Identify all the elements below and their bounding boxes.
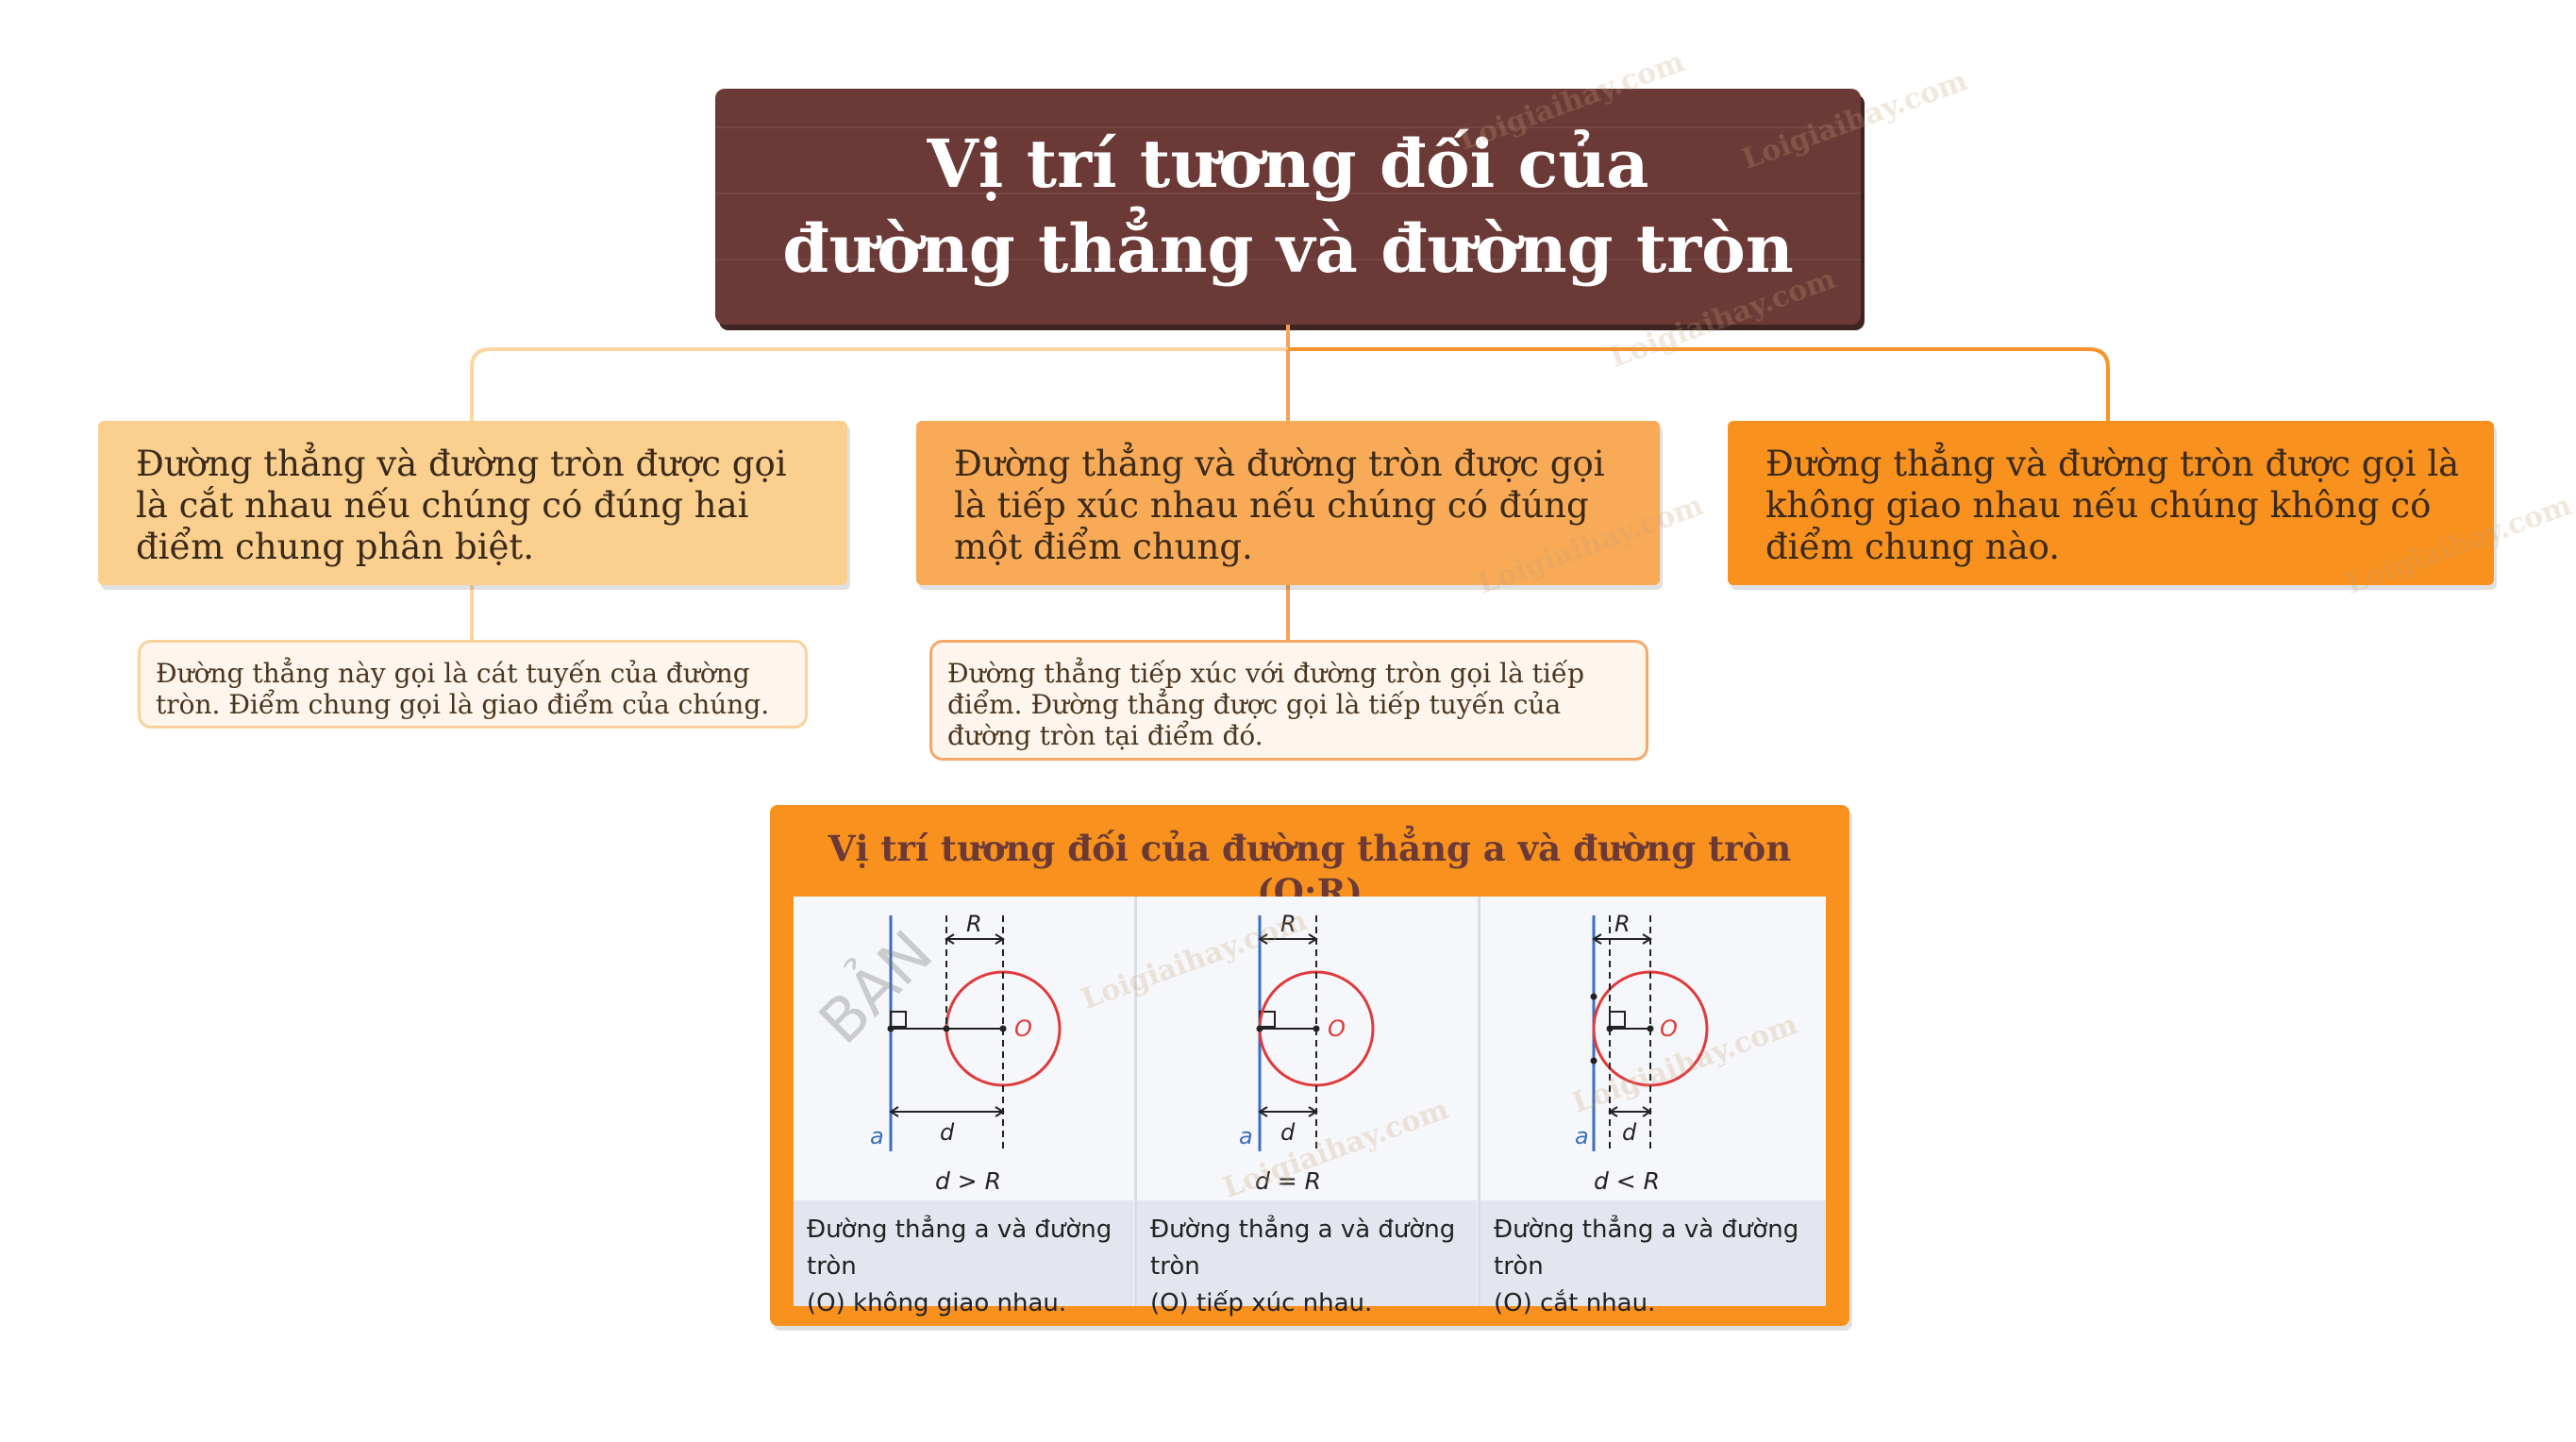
label-a: a: [1575, 1123, 1589, 1149]
note-secant: Đường thẳng này gọi là cát tuyến của đườ…: [138, 640, 808, 729]
label-O: O: [1660, 1015, 1678, 1042]
panel-intersecting: R O a d d < R Đường thẳng a và đường trò…: [1480, 897, 1826, 1317]
title-line-1: Vị trí tương đối của: [927, 125, 1649, 203]
panel-divider: [1478, 897, 1480, 1306]
label-R: R: [1614, 911, 1631, 937]
label-R: R: [966, 911, 982, 937]
diagram-title: Vị trí tương đối của đường thẳng và đườn…: [782, 122, 1793, 292]
panel-tangent: R O a d d = R Đường thẳng a và đường trò…: [1137, 897, 1477, 1317]
condition-label: d = R: [1255, 1167, 1321, 1195]
condition-label: d > R: [935, 1167, 1001, 1195]
branch-tangent-box: Đường thẳng và đường tròn được gọi là ti…: [916, 421, 1660, 585]
label-a: a: [1239, 1123, 1253, 1149]
branch-intersect-box: Đường thẳng và đường tròn được gọi là cắ…: [98, 421, 847, 585]
panel-divider: [1134, 897, 1137, 1306]
label-R: R: [1280, 911, 1296, 937]
branch-disjoint-box: Đường thẳng và đường tròn được gọi là kh…: [1728, 421, 2494, 585]
caption-intersecting: Đường thẳng a và đường tròn (O) cắt nhau…: [1480, 1200, 1826, 1317]
diagram-d-greater-r: R O a d d > R: [870, 911, 1062, 1195]
caption-tangent: Đường thẳng a và đường tròn (O) tiếp xúc…: [1137, 1200, 1477, 1317]
note-tangent: Đường thẳng tiếp xúc với đường tròn gọi …: [929, 640, 1648, 761]
label-O: O: [1328, 1015, 1346, 1042]
diagram-d-equal-r: R O a d d = R: [1239, 911, 1375, 1195]
label-d: d: [1622, 1119, 1637, 1146]
caption-no-intersection: Đường thẳng a và đường tròn (O) không gi…: [794, 1200, 1133, 1317]
label-d: d: [940, 1119, 955, 1146]
title-line-2: đường thẳng và đường tròn: [782, 210, 1794, 288]
label-d: d: [1280, 1119, 1296, 1146]
label-O: O: [1014, 1015, 1032, 1042]
diagram-d-less-r: R O a d d < R: [1575, 911, 1709, 1195]
figure-image: R O a d d > R Đường thẳng a và đường trò…: [794, 897, 1826, 1317]
title-box: Vị trí tương đối của đường thẳng và đườn…: [715, 89, 1861, 325]
panel-no-intersection: R O a d d > R Đường thẳng a và đường trò…: [794, 897, 1133, 1317]
condition-label: d < R: [1594, 1167, 1660, 1195]
label-a: a: [870, 1123, 884, 1149]
